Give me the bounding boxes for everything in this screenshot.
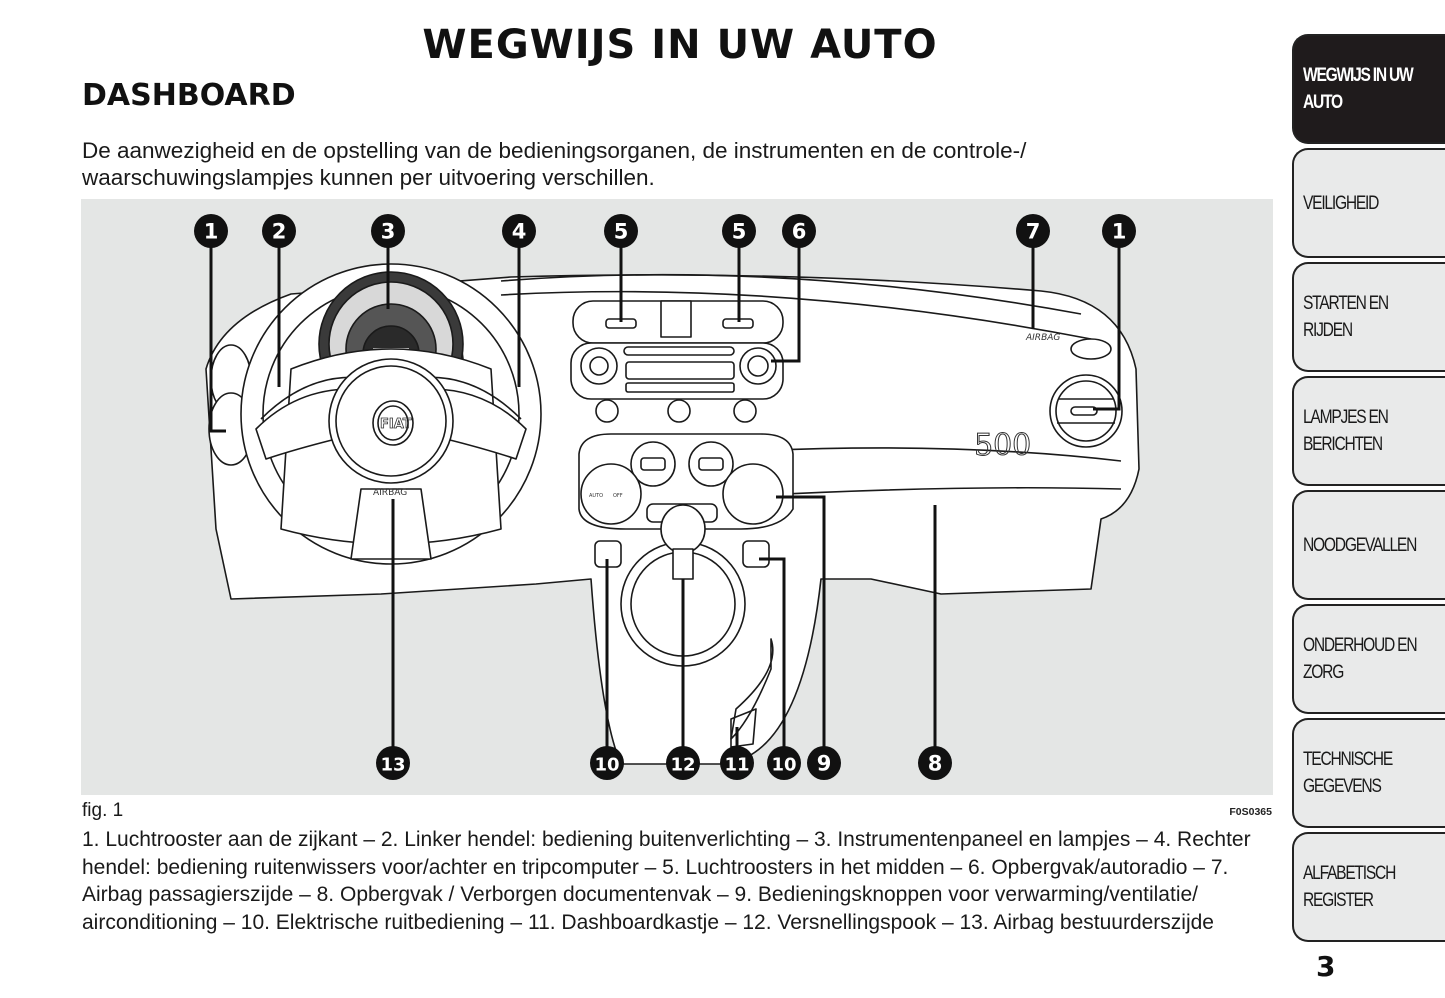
callout-number: 8 [928,752,943,776]
tab-wegwijs-in-uw-auto[interactable]: WEGWIJS IN UW AUTO [1292,34,1445,144]
callout-number: 12 [670,755,695,776]
climate-off-label: OFF [613,493,623,499]
callout-marker [194,214,228,248]
wheel-airbag-label: AIRBAG [373,488,407,498]
tab-label: NOODGEVALLEN [1303,534,1417,556]
callout-marker [376,746,410,780]
callout-number: 1 [204,220,219,244]
callout-marker [722,214,756,248]
callout-number: 13 [380,755,405,776]
page-number: 3 [1316,950,1336,983]
callout-marker [1016,214,1050,248]
dashboard-illustration: AIRBAG AIRBAG 500 FIAT AUTO OFF 12345567… [194,214,1140,780]
leader-lines [209,231,1121,762]
tab-veiligheid[interactable]: VEILIGHEID [1292,148,1445,258]
callout-marker [590,746,624,780]
callout-number: 9 [817,752,832,776]
callouts-bottom: 13 10 12 11 10 9 8 [376,746,952,780]
callout-number: 5 [732,220,747,244]
callout-marker [720,746,754,780]
tab-label: ALFABETISCH REGISTER [1303,863,1396,911]
dash-airbag-label: AIRBAG [1025,333,1060,343]
callout-number: 11 [724,755,749,776]
callout-number: 3 [381,220,396,244]
callout-marker [807,746,841,780]
callout-number: 7 [1026,220,1041,244]
tab-technische-gegevens[interactable]: TECHNISCHE GEGEVENS [1292,718,1445,828]
callout-number: 6 [792,220,807,244]
callout-number: 4 [512,220,527,244]
climate-auto-label: AUTO [589,493,603,499]
tab-noodgevallen[interactable]: NOODGEVALLEN [1292,490,1445,600]
tab-label: WEGWIJS IN UW AUTO [1303,65,1414,113]
callout-number: 2 [272,220,287,244]
section-title: DASHBOARD [82,78,296,113]
chapter-tabs: WEGWIJS IN UW AUTO VEILIGHEID STARTEN EN… [1292,34,1445,946]
callout-number: 5 [614,220,629,244]
tab-label: TECHNISCHE GEGEVENS [1303,749,1393,797]
gear-knob [660,504,706,554]
tab-label: VEILIGHEID [1303,192,1379,214]
callout-marker [604,214,638,248]
figure-code: F0S0365 [1229,806,1272,818]
callouts-top: 1 2 3 4 5 5 6 7 1 [194,214,1136,248]
callout-number: 10 [771,755,796,776]
callout-marker [918,746,952,780]
callout-marker [502,214,536,248]
intro-paragraph: De aanwezigheid en de opstelling van de … [82,138,1027,190]
brand-badge: FIAT [380,417,412,432]
tab-starten-en-rijden[interactable]: STARTEN EN RIJDEN [1292,262,1445,372]
tab-label: STARTEN EN RIJDEN [1303,293,1389,341]
callout-marker [1102,214,1136,248]
tab-lampjes-en-berichten[interactable]: LAMPJES EN BERICHTEN [1292,376,1445,486]
callout-marker [666,746,700,780]
tab-alfabetisch-register[interactable]: ALFABETISCH REGISTER [1292,832,1445,942]
callout-number: 1 [1112,220,1127,244]
callout-marker [782,214,816,248]
tab-label: LAMPJES EN BERICHTEN [1303,407,1389,455]
callout-marker [262,214,296,248]
tab-onderhoud-en-zorg[interactable]: ONDERHOUD EN ZORG [1292,604,1445,714]
figure-label: fig. 1 [82,800,124,821]
callout-number: 10 [594,755,619,776]
callout-marker [767,746,801,780]
model-badge: 500 [974,428,1031,463]
callout-marker [371,214,405,248]
tab-label: ONDERHOUD EN ZORG [1303,635,1418,683]
figure-legend: 1. Luchtrooster aan de zijkant – 2. Link… [82,828,1251,934]
chapter-title: WEGWIJS IN UW AUTO [422,22,938,68]
